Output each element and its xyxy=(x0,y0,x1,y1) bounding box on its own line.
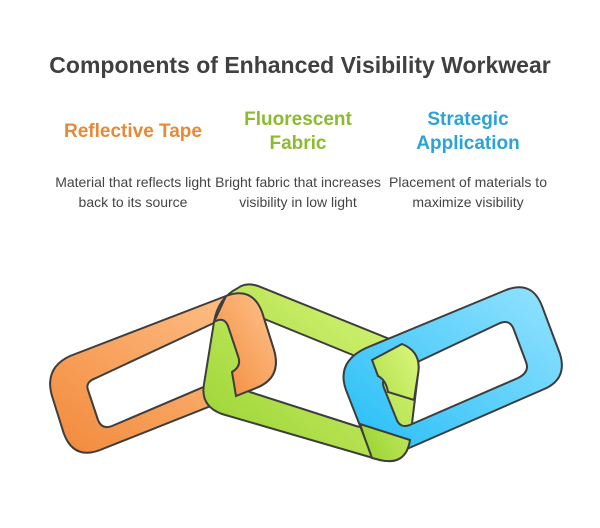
component-title: Fluorescent Fabric xyxy=(213,108,383,156)
component-description: Material that reflects light back to its… xyxy=(55,174,211,210)
component-strategic-application: Strategic Application Placement of mater… xyxy=(383,108,553,212)
component-description: Bright fabric that increases visibility … xyxy=(215,174,381,210)
chain-link-green-overlap xyxy=(358,342,420,462)
component-description: Placement of materials to maximize visib… xyxy=(389,174,547,210)
component-title: Strategic Application xyxy=(383,108,553,156)
component-title-text: Fluorescent Fabric xyxy=(244,109,352,154)
chain-link-orange-overlap xyxy=(211,292,277,398)
component-reflective-tape: Reflective Tape Material that reflects l… xyxy=(48,108,218,212)
component-title: Reflective Tape xyxy=(64,121,202,142)
component-title-text: Strategic Application xyxy=(416,109,520,154)
diagram-title: Components of Enhanced Visibility Workwe… xyxy=(49,52,551,78)
component-fluorescent-fabric: Fluorescent Fabric Bright fabric that in… xyxy=(213,108,383,212)
